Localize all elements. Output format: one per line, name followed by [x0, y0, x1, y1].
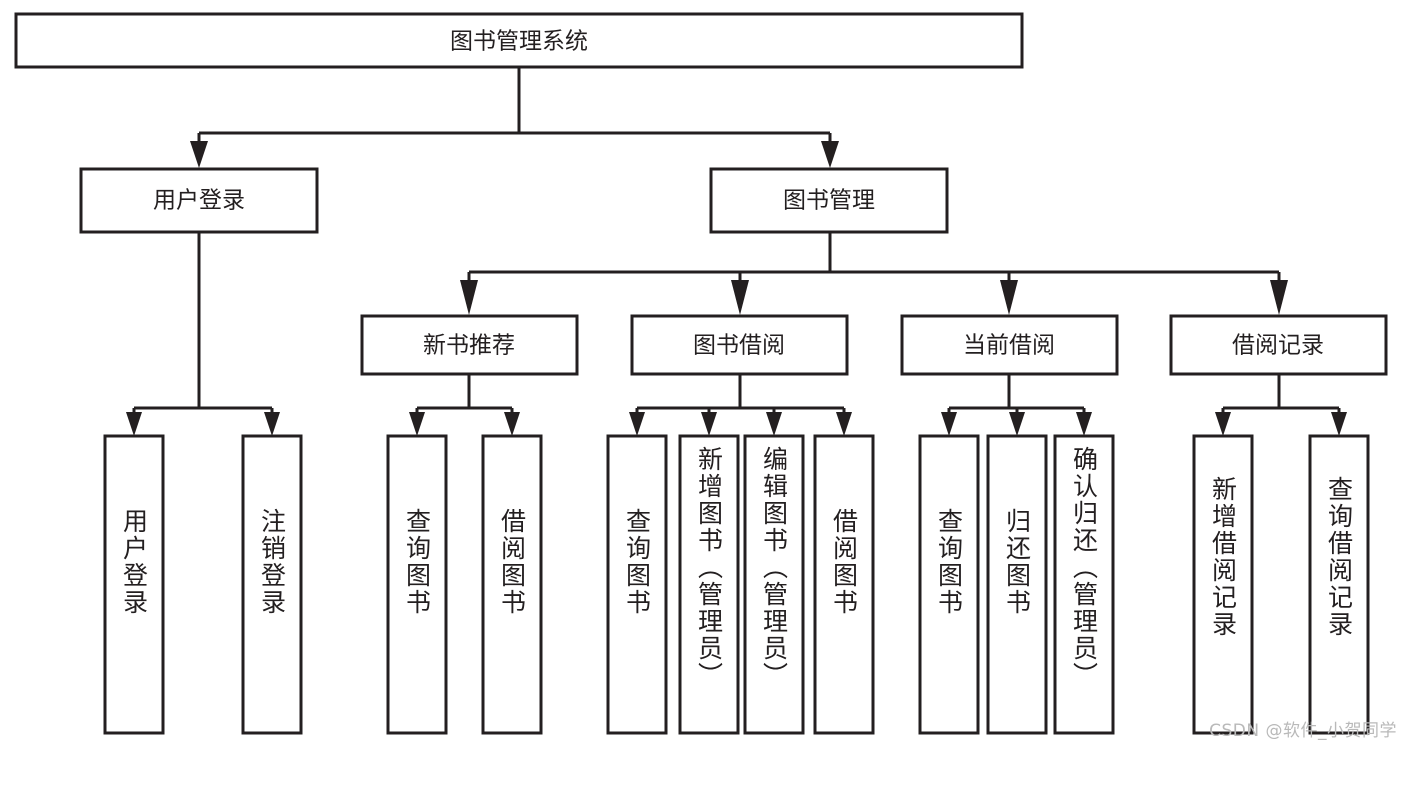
node-leaf-user-logout-box[interactable] — [241, 434, 303, 735]
arrowhead-leaf-user-logout — [264, 412, 280, 436]
arrowhead-leaf-borrow-book-1 — [504, 412, 520, 436]
node-new-book-rec-box[interactable] — [360, 314, 579, 376]
node-user-login-box[interactable] — [79, 167, 319, 234]
arrowhead-user-login — [190, 141, 208, 168]
arrowhead-leaf-confirm-return — [1076, 412, 1092, 436]
arrowhead-current-borrow — [1000, 280, 1018, 315]
label-root: 图书管理系统 — [450, 29, 588, 55]
node-leaf-borrow-book-2-box[interactable] — [813, 434, 875, 735]
connectors-book-manage-to-level3 — [460, 232, 1288, 315]
node-boxes — [14, 12, 1388, 735]
csdn-watermark: CSDN @软件_小贺同学 — [1209, 721, 1397, 741]
node-leaf-add-record-box[interactable] — [1192, 434, 1254, 735]
connectors-book-borrow-to-leaves — [629, 374, 852, 436]
label-book-borrow: 图书借阅 — [693, 333, 785, 359]
connectors-new-book-rec-to-leaves — [409, 374, 520, 436]
book-management-system-tree-diagram: 图书管理系统 用户登录 图书管理 新书推荐 图书借阅 当前借阅 借阅记录 用户登… — [14, 12, 1397, 741]
connectors-user-login-to-leaves — [126, 232, 280, 436]
label-current-borrow: 当前借阅 — [963, 333, 1055, 359]
arrowhead-leaf-edit-book — [766, 412, 782, 436]
diagram-canvas: 图书管理系统 用户登录 图书管理 新书推荐 图书借阅 当前借阅 借阅记录 — [14, 12, 1388, 735]
arrowhead-book-borrow — [731, 280, 749, 315]
arrowhead-borrow-record — [1270, 280, 1288, 315]
node-leaf-confirm-return-box[interactable] — [1053, 434, 1115, 735]
node-leaf-query-record-box[interactable] — [1308, 434, 1370, 735]
arrowhead-leaf-query-book-3 — [941, 412, 957, 436]
node-leaf-edit-book-box[interactable] — [743, 434, 805, 735]
node-leaf-return-book-box[interactable] — [986, 434, 1048, 735]
arrowhead-leaf-query-book-2 — [629, 412, 645, 436]
label-borrow-record: 借阅记录 — [1232, 333, 1324, 359]
node-leaf-query-book-3-box[interactable] — [918, 434, 980, 735]
horizontal-node-labels: 图书管理系统 用户登录 图书管理 新书推荐 图书借阅 当前借阅 借阅记录 — [153, 29, 1324, 359]
arrowhead-new-book-rec — [460, 280, 478, 315]
node-leaf-add-book-box[interactable] — [678, 434, 740, 735]
arrowhead-leaf-user-login — [126, 412, 142, 436]
node-borrow-record-box[interactable] — [1169, 314, 1388, 376]
connectors-borrow-record-to-leaves — [1215, 374, 1347, 436]
connectors-current-borrow-to-leaves — [941, 374, 1092, 436]
arrowhead-leaf-query-book-1 — [409, 412, 425, 436]
node-current-borrow-box[interactable] — [900, 314, 1119, 376]
arrowhead-book-manage — [821, 141, 839, 168]
node-leaf-user-login-box[interactable] — [103, 434, 165, 735]
node-leaf-query-book-1-box[interactable] — [386, 434, 448, 735]
connectors-root-to-level2 — [190, 67, 839, 168]
label-new-book-rec: 新书推荐 — [423, 333, 515, 359]
node-leaf-query-book-2-box[interactable] — [606, 434, 668, 735]
label-book-manage: 图书管理 — [783, 188, 875, 214]
node-book-manage-box[interactable] — [709, 167, 949, 234]
arrowhead-leaf-add-book — [701, 412, 717, 436]
arrowhead-leaf-return-book — [1009, 412, 1025, 436]
label-user-login: 用户登录 — [153, 188, 245, 214]
arrowhead-leaf-query-record — [1331, 412, 1347, 436]
node-leaf-borrow-book-1-box[interactable] — [481, 434, 543, 735]
arrowhead-leaf-add-record — [1215, 412, 1231, 436]
node-book-borrow-box[interactable] — [630, 314, 849, 376]
arrowhead-leaf-borrow-book-2 — [836, 412, 852, 436]
node-root-box[interactable] — [14, 12, 1024, 69]
